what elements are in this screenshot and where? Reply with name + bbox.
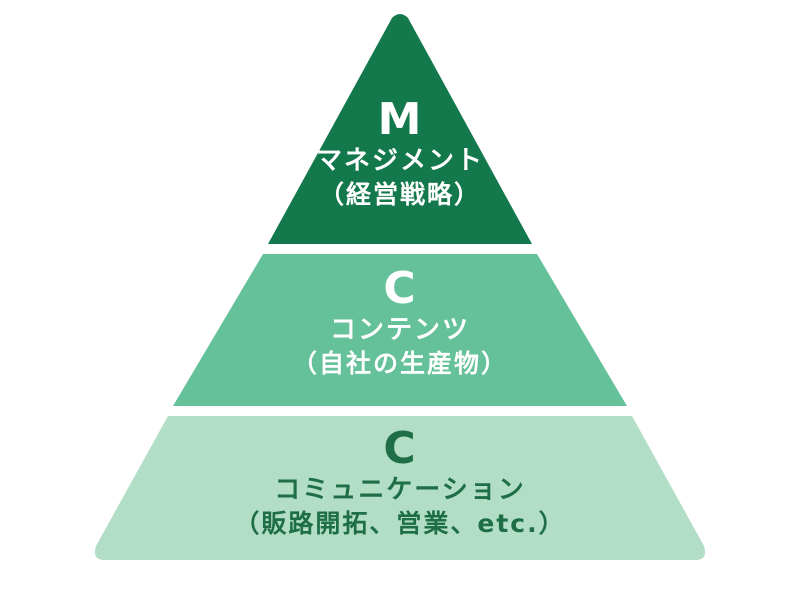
tier-bottom-shape [95,416,705,560]
tier-middle-shape [173,254,627,406]
tier-middle-detail: （自社の生産物） [291,349,508,378]
tier-top-detail: （経営戦略） [318,180,481,209]
tier-top-name: マネジメント [315,146,484,176]
tier-middle-name: コンテンツ [329,315,470,345]
tier-top-letter: M [377,94,423,145]
tier-middle-label: C コンテンツ （自社の生産物） [0,265,800,381]
tier-bottom-name: コミュニケーション [274,475,526,505]
tier-top-shape [268,14,532,244]
tier-bottom-label: C コミュニケーション （販路開拓、営業、etc.） [0,425,800,541]
tier-bottom-letter: C [383,423,417,474]
tier-bottom-detail: （販路開拓、営業、etc.） [234,509,566,538]
tier-middle-letter: C [383,263,417,314]
tier-top-label: M マネジメント （経営戦略） [0,96,800,212]
